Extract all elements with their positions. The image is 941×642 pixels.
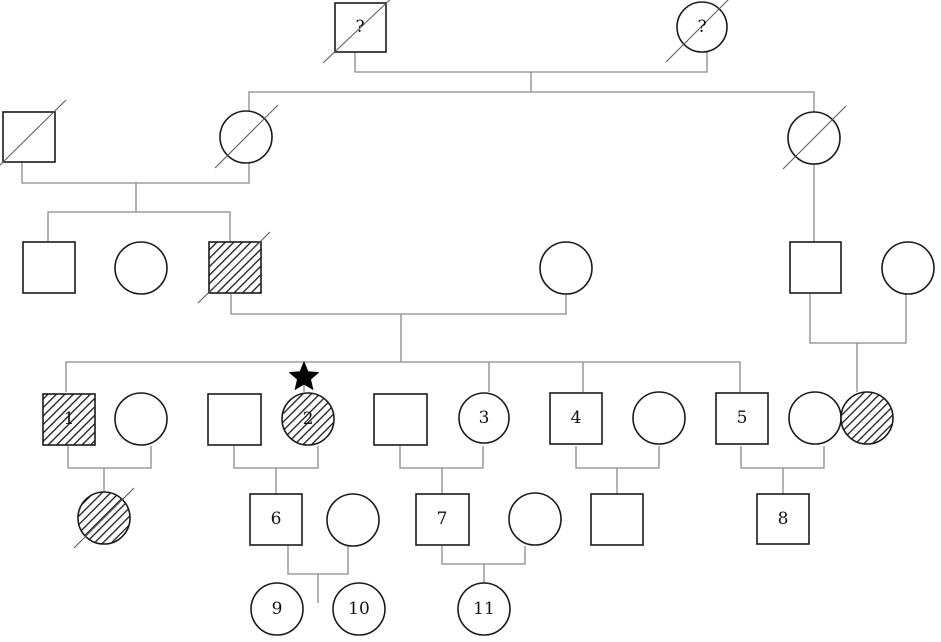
cousin-affected	[841, 392, 893, 444]
gen3-right-son-spouse	[882, 242, 934, 294]
affected-male-symbol	[209, 242, 261, 293]
spouse-of-7	[509, 493, 561, 545]
individual-11: 11	[458, 583, 510, 635]
gen3-son-affected	[198, 232, 270, 303]
individual-3: 3	[459, 393, 509, 443]
gen1-male: ?	[323, 0, 396, 63]
individual-label: 8	[778, 509, 789, 529]
child-of-1	[74, 488, 134, 548]
individual-6: 6	[250, 494, 302, 545]
individual-7: 7	[416, 494, 469, 545]
individual-8: 8	[757, 494, 809, 544]
mating-line-4	[576, 446, 659, 468]
gen3-son-unaffected	[23, 242, 75, 293]
mating-line-2	[234, 446, 318, 468]
individual-label: 9	[272, 599, 283, 619]
gen3-right-son	[790, 242, 841, 293]
gen3-daughter-unaffected	[115, 242, 167, 294]
gen3-spouse	[540, 242, 592, 294]
spouse-of-4	[633, 392, 685, 444]
individual-label: 5	[737, 408, 748, 428]
individual-9: 9	[251, 583, 303, 635]
spouse-of-1	[115, 393, 167, 445]
individual-2-proband: 2	[282, 361, 334, 445]
mating-line-gen3	[231, 294, 566, 314]
spouse-of-6	[327, 494, 379, 546]
mating-line-gen2-left	[22, 162, 249, 183]
gen1-female: ?	[666, 0, 730, 62]
spouse-of-3	[374, 394, 427, 445]
mating-line-5	[741, 446, 824, 468]
individual-label: 1	[64, 409, 75, 429]
mating-line-3	[400, 446, 483, 468]
mating-line-gen3-right	[810, 294, 906, 343]
unknown-label: ?	[697, 17, 706, 37]
individual-label: 4	[571, 408, 582, 428]
sibship-line-gen4	[66, 362, 740, 392]
individual-label: 6	[271, 509, 282, 529]
spouse-of-5	[789, 392, 841, 444]
individual-label: 10	[348, 599, 370, 619]
individual-label: 11	[473, 599, 495, 619]
spouse-of-2	[208, 394, 261, 445]
individual-1: 1	[43, 394, 95, 445]
individual-label: 2	[303, 409, 314, 429]
gen2-daughter	[215, 105, 278, 168]
individual-10: 10	[333, 583, 385, 635]
mating-line-7	[442, 546, 525, 564]
mating-line-6	[288, 546, 348, 574]
sibship-line-gen3-left	[48, 212, 230, 242]
gen2-husband	[0, 100, 66, 167]
child-of-4	[591, 494, 643, 545]
unknown-label: ?	[355, 17, 364, 37]
individual-4: 4	[550, 393, 602, 444]
individual-5: 5	[716, 393, 768, 444]
sibship-line-gen2	[249, 92, 814, 112]
individual-label: 7	[437, 509, 448, 529]
mating-line-1	[68, 446, 151, 468]
gen2-right-daughter	[783, 106, 846, 169]
individual-label: 3	[479, 408, 490, 428]
mating-line-gen1	[355, 52, 707, 72]
